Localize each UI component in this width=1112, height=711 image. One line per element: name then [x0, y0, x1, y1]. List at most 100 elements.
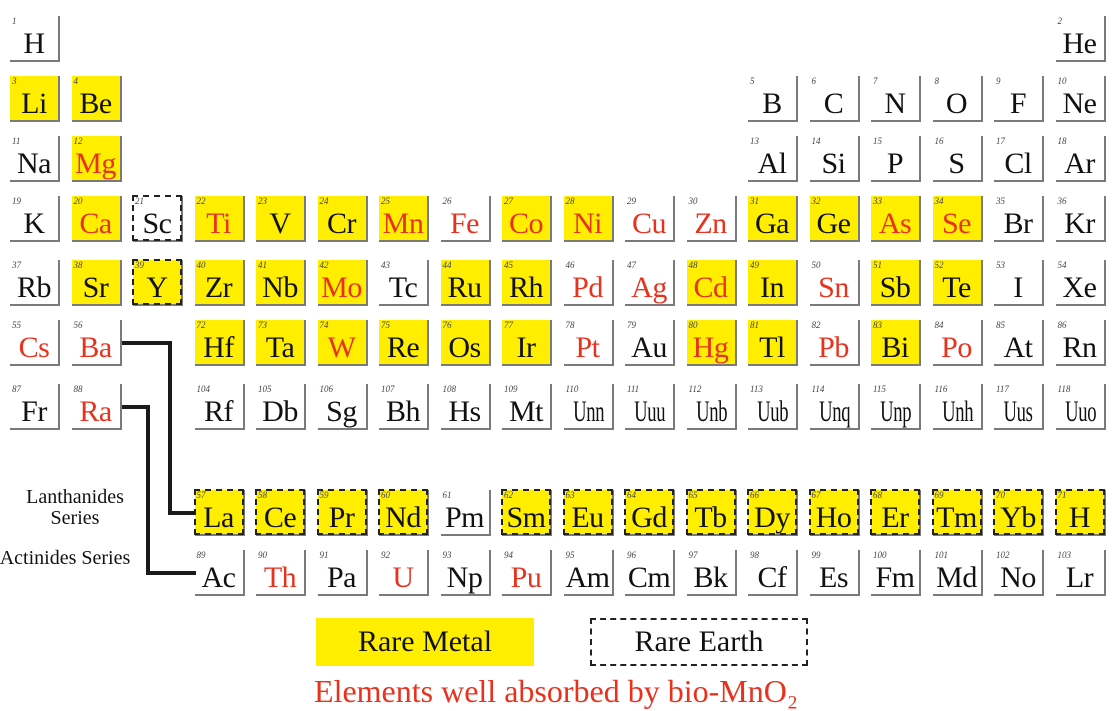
- element-symbol: Unn: [572, 395, 604, 428]
- atomic-number: 7: [873, 76, 878, 86]
- atomic-number: 85: [996, 320, 1005, 330]
- atomic-number: 27: [504, 196, 513, 206]
- atomic-number: 25: [381, 196, 390, 206]
- element-symbol: Md: [936, 561, 977, 594]
- atomic-number: 44: [442, 260, 452, 270]
- element-symbol: Mt: [508, 395, 544, 428]
- atomic-number: 78: [565, 320, 575, 330]
- element-symbol: Uus: [1003, 395, 1033, 428]
- atomic-number: 99: [811, 550, 821, 560]
- element-symbol: Bk: [693, 561, 728, 594]
- element-symbol: Unp: [880, 395, 912, 428]
- atomic-number: 35: [996, 196, 1005, 206]
- atomic-number: 33: [873, 196, 882, 206]
- atomic-number: 63: [565, 490, 575, 500]
- element-symbol: As: [878, 207, 912, 240]
- atomic-number: 11: [12, 136, 21, 146]
- atomic-number: 45: [504, 260, 513, 270]
- atomic-number: 86: [1057, 320, 1067, 330]
- element-symbol: Cm: [627, 561, 671, 594]
- atomic-number: 113: [750, 384, 763, 394]
- element-symbol: Pa: [327, 561, 357, 594]
- element-symbol: Fr: [21, 395, 47, 428]
- atomic-number: 116: [934, 384, 948, 394]
- atomic-number: 82: [811, 320, 821, 330]
- element-symbol: O: [945, 87, 968, 120]
- atomic-number: 118: [1057, 384, 1071, 394]
- element-symbol: Ag: [631, 271, 667, 304]
- element-symbol: Se: [942, 207, 972, 240]
- element-symbol: Pu: [510, 561, 542, 594]
- atomic-number: 74: [319, 320, 329, 330]
- atomic-number: 79: [627, 320, 636, 330]
- element-symbol: W: [327, 331, 356, 364]
- atomic-number: 115: [873, 384, 886, 394]
- element-symbol: Ru: [447, 271, 482, 304]
- element-symbol: F: [1009, 87, 1027, 120]
- atomic-number: 64: [627, 490, 636, 500]
- atomic-number: 56: [73, 320, 83, 330]
- element-symbol: Bh: [385, 395, 421, 428]
- element-symbol: Th: [263, 561, 297, 594]
- element-symbol: At: [1003, 331, 1034, 364]
- atomic-number: 94: [504, 550, 513, 560]
- atomic-number: 34: [934, 196, 944, 206]
- element-symbol: Tl: [759, 331, 785, 364]
- element-symbol: Cd: [693, 271, 728, 304]
- element-symbol: Na: [17, 147, 51, 180]
- atomic-number: 89: [196, 550, 206, 560]
- element-symbol: Nd: [385, 501, 421, 534]
- element-symbol: Ba: [79, 331, 112, 364]
- atomic-number: 41: [258, 260, 267, 270]
- atomic-number: 30: [688, 196, 698, 206]
- atomic-number: 70: [996, 490, 1005, 500]
- element-symbol: Mg: [75, 147, 116, 180]
- atomic-number: 98: [750, 550, 759, 560]
- atomic-number: 12: [73, 136, 83, 146]
- atomic-number: 100: [873, 550, 887, 560]
- element-symbol: Sb: [879, 271, 911, 304]
- atomic-number: 72: [196, 320, 206, 330]
- lanthanide-connector: [122, 341, 196, 515]
- element-symbol: Sr: [82, 271, 109, 304]
- atomic-number: 67: [811, 490, 821, 500]
- atomic-number: 16: [934, 136, 944, 146]
- atomic-number: 40: [196, 260, 206, 270]
- element-symbol: Pt: [575, 331, 600, 364]
- atomic-number: 103: [1057, 550, 1072, 560]
- element-symbol: N: [884, 87, 906, 120]
- element-symbol: Db: [262, 395, 298, 428]
